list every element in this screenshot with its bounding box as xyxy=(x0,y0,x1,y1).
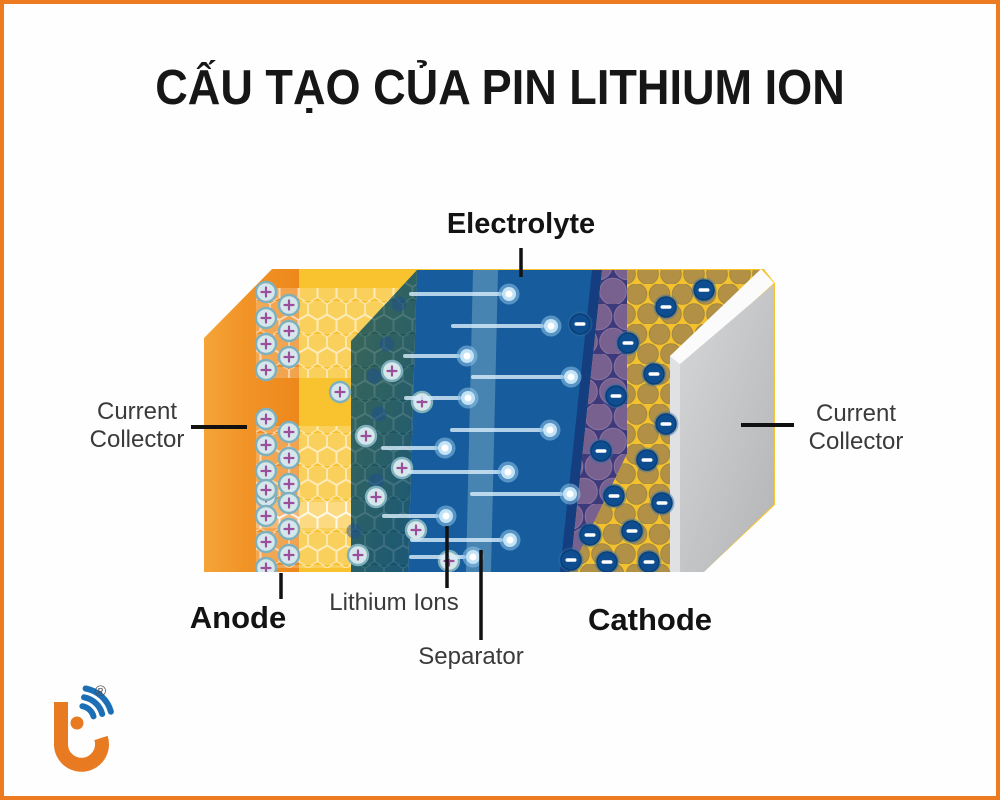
current-collector-left-label: Current Collector xyxy=(89,398,185,454)
separator-layer xyxy=(466,270,498,572)
cathode-label: Cathode xyxy=(588,602,712,637)
current-collector-right-layer xyxy=(680,284,774,572)
page-title: CẤU TẠO CỦA PIN LITHIUM ION xyxy=(155,61,845,115)
current-collector-right-label: Current Collector xyxy=(808,400,904,456)
cathode-particles-purple xyxy=(570,270,627,572)
callout-lines xyxy=(191,248,794,640)
brand-t-icon xyxy=(54,702,109,772)
brand-t-dot xyxy=(70,716,84,730)
registered-trademark: ® xyxy=(95,683,107,700)
anode-label: Anode xyxy=(189,600,287,635)
lithium-ions-label: Lithium Ions xyxy=(329,589,459,616)
battery-diagram xyxy=(54,248,794,772)
wifi-signal-icon xyxy=(79,685,114,720)
electrolyte-layer xyxy=(408,270,602,572)
current-collector-right-edge xyxy=(670,348,680,572)
electrolyte-label: Electrolyte xyxy=(446,208,596,240)
current-collector-right-top-face xyxy=(670,269,774,366)
battery-stack xyxy=(204,269,775,572)
separator-label: Separator xyxy=(418,643,524,670)
brand-logo xyxy=(54,685,114,772)
